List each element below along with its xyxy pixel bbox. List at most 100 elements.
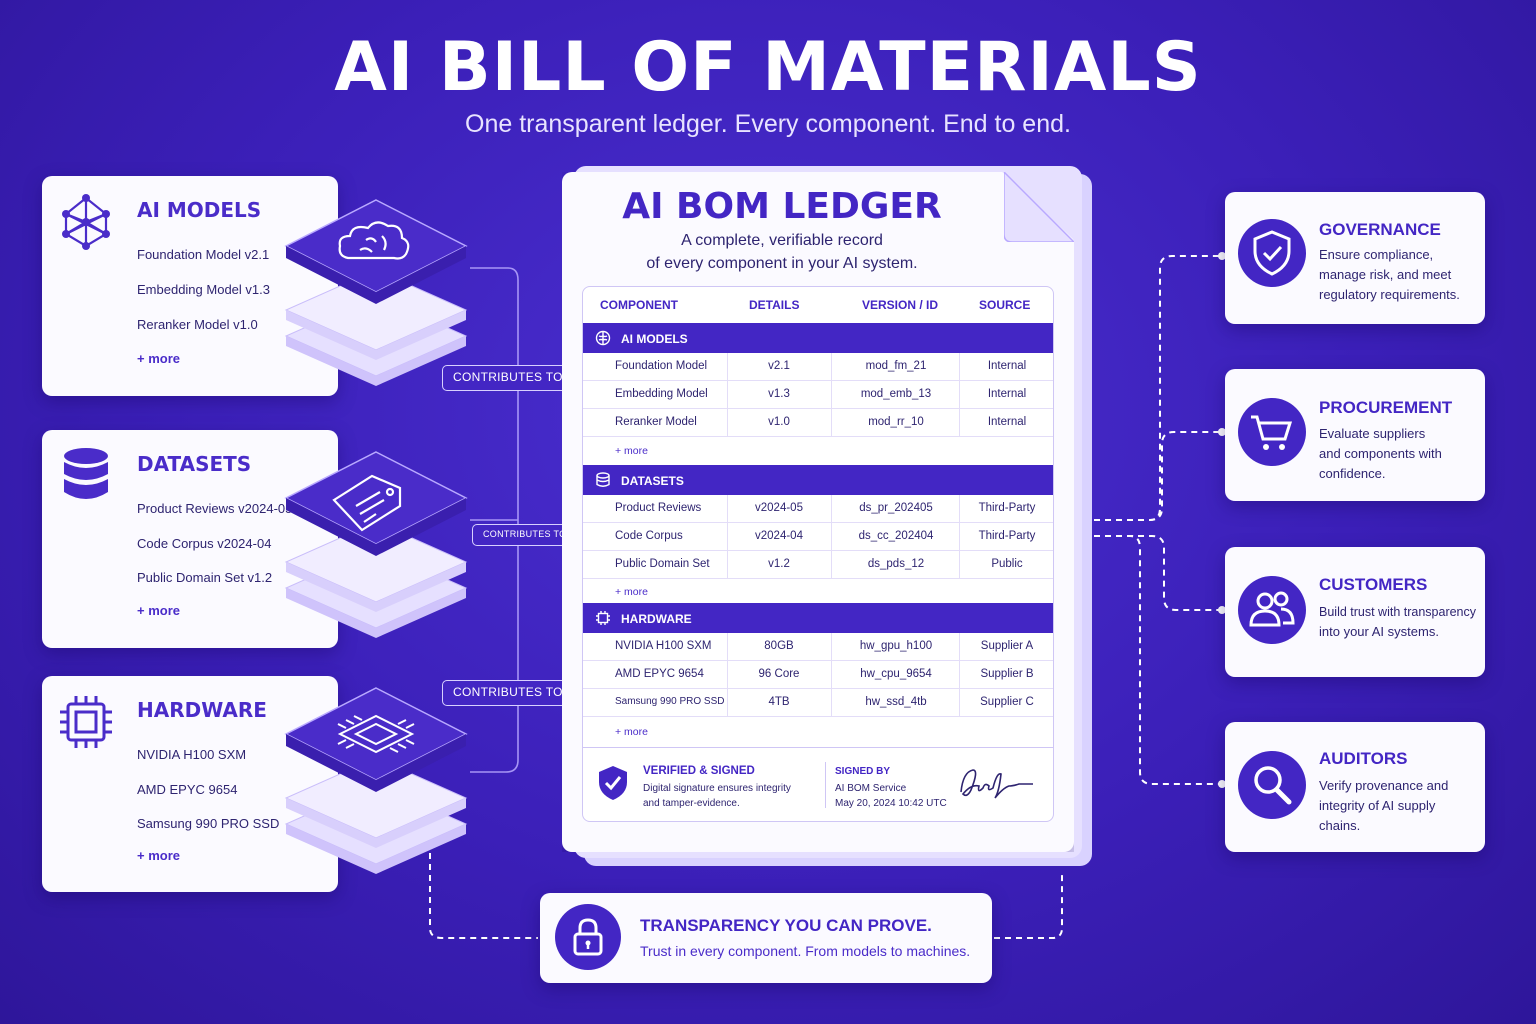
contributes-label: CONTRIBUTES TO: [453, 685, 563, 699]
verified-text: and tamper-evidence.: [643, 798, 740, 809]
card-title: HARDWARE: [137, 698, 267, 722]
page-title: AI BILL OF MATERIALS: [334, 28, 1202, 107]
more-link[interactable]: + more: [137, 848, 180, 863]
section-title: DATASETS: [621, 474, 684, 488]
card-description: integrity of AI supply: [1319, 798, 1436, 813]
transparency-banner: TRANSPARENCY YOU CAN PROVE. Trust in eve…: [540, 893, 992, 983]
table-cell: v2024-04: [755, 530, 803, 542]
list-item: Reranker Model v1.0: [137, 317, 258, 332]
ledger-title: AI BOM LEDGER: [622, 186, 942, 227]
ai-models-stack: [284, 199, 468, 386]
table-row: Embedding Model v1.3 mod_emb_13 Internal: [583, 381, 1053, 409]
table-cell: mod_emb_13: [860, 388, 932, 400]
table-cell: v1.0: [768, 416, 790, 428]
procurement-card: PROCUREMENT Evaluate suppliers and compo…: [1225, 369, 1485, 501]
table-row: Samsung 990 PRO SSD 4TB hw_ssd_4tb Suppl…: [583, 689, 1053, 717]
table-cell: Supplier A: [980, 640, 1034, 652]
table-row: Code Corpus v2024-04 ds_cc_202404 Third-…: [583, 523, 1053, 551]
table-cell: Samsung 990 PRO SSD: [615, 696, 725, 707]
more-link[interactable]: + more: [615, 586, 648, 598]
signature-icon: [960, 769, 1033, 799]
table-row: Foundation Model v2.1 mod_fm_21 Internal: [583, 353, 1053, 381]
datasets-card: DATASETS Product Reviews v2024-05 Code C…: [42, 430, 338, 648]
shield-check-icon: [1238, 219, 1306, 287]
card-description: regulatory requirements.: [1319, 287, 1460, 302]
table-cell: Public Domain Set: [615, 558, 710, 570]
table-row: Reranker Model v1.0 mod_rr_10 Internal: [583, 409, 1053, 437]
column-header: COMPONENT: [600, 298, 678, 312]
more-link[interactable]: + more: [137, 603, 180, 618]
table-cell: ds_pr_202405: [859, 502, 933, 514]
ledger-subtitle: A complete, verifiable record: [681, 232, 883, 249]
brain-cloud-icon: [338, 221, 410, 260]
table-row: AMD EPYC 9654 96 Core hw_cpu_9654 Suppli…: [583, 661, 1053, 689]
table-cell: mod_rr_10: [868, 416, 924, 428]
card-description: Verify provenance and: [1319, 778, 1449, 793]
column-divider: [727, 353, 728, 437]
page-fold-icon: [1004, 172, 1074, 242]
table-cell: Foundation Model: [615, 360, 708, 372]
section-title: HARDWARE: [621, 612, 692, 626]
table-cell: 80GB: [764, 640, 794, 652]
section-header-ai-models: AI MODELS: [583, 323, 1053, 353]
table-cell: ds_cc_202404: [858, 530, 934, 542]
page-subtitle: One transparent ledger. Every component.…: [465, 110, 1071, 138]
table-cell: ds_pds_12: [867, 558, 925, 570]
table-cell: 96 Core: [758, 668, 800, 680]
table-cell: v2.1: [768, 360, 790, 372]
more-link[interactable]: + more: [137, 351, 180, 366]
table-cell: Third-Party: [978, 530, 1036, 542]
card-title: GOVERNANCE: [1319, 220, 1441, 239]
brain-icon: [595, 330, 611, 346]
card-title: AUDITORS: [1319, 749, 1408, 768]
hardware-card: HARDWARE NVIDIA H100 SXM AMD EPYC 9654 S…: [42, 676, 338, 892]
list-item: Public Domain Set v1.2: [137, 570, 273, 585]
verified-text: Digital signature ensures integrity: [643, 783, 791, 794]
table-cell: AMD EPYC 9654: [615, 668, 704, 680]
column-divider: [727, 633, 728, 717]
hardware-stack: [284, 687, 468, 874]
table-cell: Supplier B: [980, 668, 1034, 680]
customers-card: CUSTOMERS Build trust with transparency …: [1225, 547, 1485, 677]
chip-icon: [337, 714, 415, 754]
cart-icon: [1238, 398, 1306, 466]
card-description: and components with: [1319, 446, 1442, 461]
table-cell: Code Corpus: [615, 530, 683, 542]
card-description: confidence.: [1319, 466, 1386, 481]
section-header-hardware: HARDWARE: [583, 603, 1053, 633]
table-cell: Supplier C: [980, 696, 1034, 708]
divider: [825, 762, 826, 808]
table-cell: hw_gpu_h100: [859, 640, 933, 652]
ledger-subtitle: of every component in your AI system.: [646, 255, 918, 272]
magnifier-icon: [1238, 751, 1306, 819]
datasets-stack: [284, 451, 468, 638]
table-cell: mod_fm_21: [865, 360, 927, 372]
table-row: Public Domain Set v1.2 ds_pds_12 Public: [583, 551, 1053, 579]
table-cell: Third-Party: [978, 502, 1036, 514]
table-cell: Internal: [987, 360, 1027, 372]
table-cell: Product Reviews: [615, 502, 702, 514]
list-item: Foundation Model v2.1: [137, 247, 270, 262]
table-cell: Reranker Model: [615, 416, 697, 428]
table-cell: hw_ssd_4tb: [865, 696, 927, 708]
column-divider: [727, 495, 728, 579]
card-title: AI MODELS: [137, 198, 262, 222]
table-cell: hw_cpu_9654: [860, 668, 932, 680]
more-link[interactable]: + more: [615, 726, 648, 738]
table-cell: Internal: [987, 388, 1027, 400]
section-header-datasets: DATASETS: [583, 465, 1053, 495]
verified-title: VERIFIED & SIGNED: [643, 765, 755, 777]
more-link[interactable]: + more: [615, 445, 648, 457]
card-description: Ensure compliance,: [1319, 247, 1434, 262]
auditors-card: AUDITORS Verify provenance and integrity…: [1225, 722, 1485, 852]
column-divider: [959, 495, 960, 579]
table-header: COMPONENT DETAILS VERSION / ID SOURCE: [583, 287, 1053, 323]
table-cell: Internal: [987, 416, 1027, 428]
column-divider: [831, 495, 832, 579]
list-item: Product Reviews v2024-05: [137, 501, 293, 516]
column-header: VERSION / ID: [862, 298, 939, 312]
lock-icon: [555, 904, 621, 970]
table-cell: NVIDIA H100 SXM: [615, 640, 712, 652]
tag-icon: [332, 474, 402, 532]
card-title: PROCUREMENT: [1319, 398, 1453, 417]
